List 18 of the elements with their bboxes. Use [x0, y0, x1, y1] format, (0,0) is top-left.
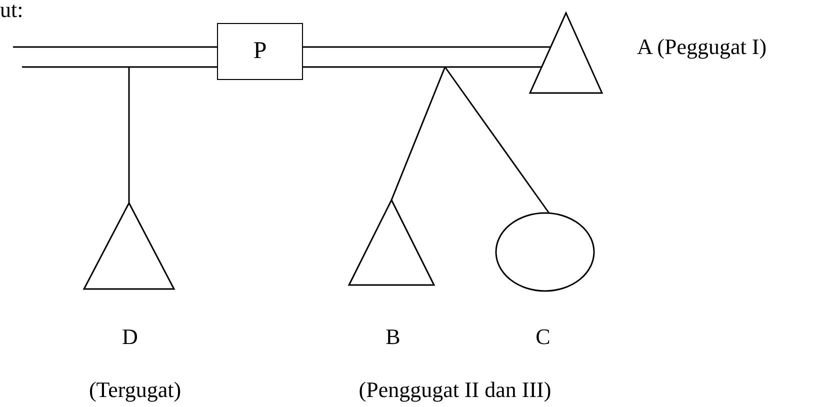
note-text: ut:: [0, 0, 24, 21]
node-caption: B: [386, 326, 400, 348]
node-caption: D: [122, 326, 138, 348]
triangle-symbol: [349, 200, 434, 285]
node-caption: C: [536, 326, 550, 348]
node-caption: A (Peggugat I): [637, 36, 767, 58]
connector-line: [12, 46, 218, 68]
connector-line: [128, 67, 130, 203]
triangle-symbol: [530, 13, 602, 93]
connector-line: [390, 66, 446, 200]
note-text: (Penggugat II dan III): [358, 379, 552, 401]
triangle-symbol: [84, 203, 174, 289]
node-label: P: [253, 38, 267, 65]
connector-line: [302, 46, 552, 68]
node-caption: (Tergugat): [88, 379, 182, 401]
process-box: [217, 23, 303, 80]
connector-line: [444, 66, 550, 214]
ellipse-symbol: [496, 213, 594, 291]
